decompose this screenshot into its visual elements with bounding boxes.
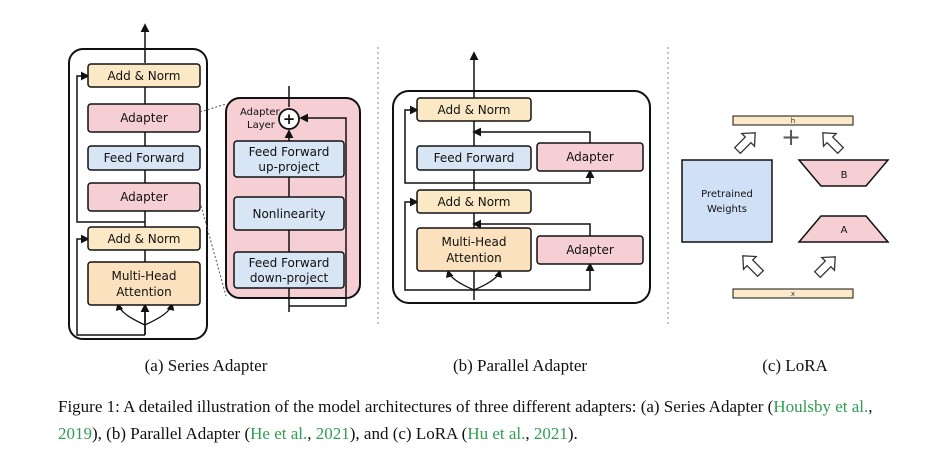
- caption-text-4: ).: [567, 424, 578, 443]
- parallel-feed-forward: Feed Forward: [416, 145, 532, 171]
- svg-text:up-project: up-project: [258, 160, 319, 174]
- svg-text:Multi-Head: Multi-Head: [441, 235, 506, 249]
- parallel-adapter-mha: Adapter: [536, 235, 644, 265]
- parallel-add-norm-top: Add & Norm: [416, 97, 532, 122]
- detail-sum-node: +: [278, 108, 300, 130]
- svg-text:Feed Forward: Feed Forward: [104, 151, 185, 165]
- caption-text-1: Figure 1: A detailed illustration of the…: [58, 397, 774, 416]
- lora-x-bar: x: [732, 288, 854, 299]
- series-feed-forward: Feed Forward: [87, 145, 201, 171]
- svg-text:Adapter: Adapter: [120, 111, 168, 125]
- series-add-norm-top: Add & Norm: [87, 63, 201, 88]
- cite-sep-3: ,: [525, 424, 534, 443]
- lora-h-bar: h: [732, 115, 854, 126]
- parallel-residual-top: [404, 105, 474, 184]
- svg-text:Feed Forward: Feed Forward: [434, 151, 515, 165]
- series-add-norm-bottom: Add & Norm: [87, 226, 201, 251]
- caption-text-2: ), (b) Parallel Adapter (: [92, 424, 251, 443]
- lora-matrix-a: A: [797, 215, 890, 243]
- adapter-detail-panel: Adapter Layer + Feed Forward up-project …: [225, 86, 361, 312]
- svg-text:Adapter: Adapter: [566, 243, 614, 257]
- parallel-adapter-mha-out: [472, 219, 591, 238]
- zoom-line-top: [199, 103, 227, 113]
- svg-text:Add & Norm: Add & Norm: [108, 232, 181, 246]
- svg-text:+: +: [283, 110, 296, 128]
- lora-arrow-weights-to-h: [733, 132, 756, 155]
- svg-text:Add & Norm: Add & Norm: [108, 69, 181, 83]
- lora-plus-icon: +: [781, 123, 801, 151]
- cite-houlsby-year[interactable]: 2019: [58, 424, 92, 443]
- parallel-multi-head-attention: Multi-Head Attention: [416, 227, 532, 272]
- svg-text:Layer: Layer: [247, 120, 276, 131]
- cite-he-author[interactable]: He et al.: [250, 424, 308, 443]
- cite-he-year[interactable]: 2021: [315, 424, 350, 443]
- series-caption: (a) Series Adapter: [145, 356, 268, 375]
- series-adapter-panel: Add & Norm Adapter Feed Forward Adapter …: [68, 23, 268, 375]
- zoom-line-bottom: [199, 201, 227, 297]
- detail-skip-connection: [289, 113, 347, 307]
- svg-text:Adapter: Adapter: [240, 107, 281, 118]
- lora-panel: h x Pretrained Weights B A: [681, 115, 890, 375]
- svg-text:h: h: [791, 117, 795, 125]
- series-attn-input-right: [144, 302, 175, 326]
- adapter-layer-label: Adapter Layer: [240, 107, 281, 131]
- caption-text-3: ), and (c) LoRA (: [349, 424, 468, 443]
- parallel-adapter-ff: Adapter: [536, 142, 644, 172]
- parallel-add-norm-bottom: Add & Norm: [416, 189, 532, 214]
- svg-text:Add & Norm: Add & Norm: [438, 103, 511, 117]
- series-residual-top: [76, 71, 145, 223]
- cite-houlsby-author[interactable]: Houlsby et al.: [773, 397, 869, 416]
- series-adapter-bottom: Adapter: [87, 182, 201, 212]
- parallel-adapter-ff-out: [472, 127, 591, 145]
- lora-matrix-b: B: [797, 159, 890, 187]
- lora-caption: (c) LoRA: [762, 356, 828, 375]
- svg-text:Weights: Weights: [707, 204, 747, 215]
- svg-text:Attention: Attention: [116, 285, 171, 299]
- detail-down-project: Feed Forward down-project: [233, 251, 345, 289]
- series-residual-bottom: [76, 234, 145, 336]
- svg-text:Add & Norm: Add & Norm: [438, 195, 511, 209]
- svg-text:Feed Forward: Feed Forward: [249, 145, 330, 159]
- cite-hu-year[interactable]: 2021: [533, 424, 568, 443]
- svg-text:B: B: [841, 170, 848, 181]
- svg-text:down-project: down-project: [250, 271, 329, 285]
- svg-text:Adapter: Adapter: [120, 190, 168, 204]
- parallel-attn-input-left: [445, 269, 475, 291]
- svg-text:Adapter: Adapter: [566, 150, 614, 164]
- parallel-attn-input-right: [473, 269, 503, 291]
- parallel-transformer-block: [392, 90, 651, 304]
- cite-hu-author[interactable]: Hu et al.: [467, 424, 526, 443]
- lora-arrow-x-to-a: [813, 256, 836, 279]
- lora-pretrained-weights: Pretrained Weights: [681, 159, 773, 243]
- svg-text:Nonlinearity: Nonlinearity: [252, 207, 325, 221]
- series-adapter-top: Adapter: [87, 103, 201, 133]
- parallel-caption: (b) Parallel Adapter: [453, 356, 587, 375]
- cite-sep-1: ,: [868, 397, 873, 416]
- detail-nonlinearity: Nonlinearity: [233, 196, 345, 231]
- series-transformer-block: [68, 48, 208, 340]
- svg-text:Attention: Attention: [446, 251, 501, 265]
- svg-text:Pretrained: Pretrained: [701, 189, 753, 200]
- svg-text:A: A: [841, 225, 848, 236]
- series-multi-head-attention: Multi-Head Attention: [87, 261, 201, 306]
- svg-text:Multi-Head: Multi-Head: [111, 269, 176, 283]
- parallel-adapter-panel: Add & Norm Feed Forward Adapter Add & No…: [392, 51, 651, 375]
- series-attn-input-left: [115, 302, 146, 326]
- parallel-adapter-ff-in: [474, 169, 595, 184]
- parallel-residual-bottom: [404, 197, 474, 291]
- figure-caption: Figure 1: A detailed illustration of the…: [58, 393, 918, 447]
- detail-up-project: Feed Forward up-project: [233, 140, 345, 178]
- lora-arrow-b-to-h: [822, 132, 845, 155]
- parallel-adapter-mha-in: [474, 262, 595, 291]
- svg-text:Feed Forward: Feed Forward: [249, 256, 330, 270]
- svg-text:x: x: [791, 290, 795, 298]
- cite-sep-2: ,: [307, 424, 316, 443]
- lora-arrow-x-to-weights: [742, 255, 765, 278]
